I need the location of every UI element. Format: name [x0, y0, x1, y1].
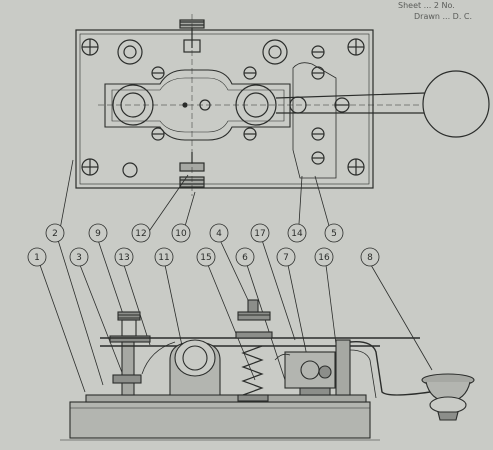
svg-text:10: 10: [175, 229, 187, 239]
svg-text:17: 17: [254, 229, 265, 239]
callout-9: 9: [88, 223, 108, 243]
svg-text:12: 12: [135, 229, 146, 239]
callout-11: 11: [154, 247, 174, 267]
plan-view: [75, 14, 490, 196]
callout-8: 8: [360, 247, 380, 267]
header-line-2: Drawn ... D. C.: [414, 12, 472, 21]
callout-12: 12: [131, 223, 151, 243]
svg-text:11: 11: [158, 253, 169, 263]
svg-text:2: 2: [52, 229, 58, 239]
wooden-base: [69, 401, 371, 439]
sheet-header: Sheet ... 2 No. Drawn ... D. C.: [398, 1, 472, 21]
svg-text:5: 5: [331, 229, 337, 239]
svg-text:1: 1: [34, 253, 40, 263]
svg-text:8: 8: [367, 253, 373, 263]
callout-5: 5: [324, 223, 344, 243]
svg-text:4: 4: [216, 229, 222, 239]
svg-text:3: 3: [76, 253, 82, 263]
svg-text:16: 16: [318, 253, 330, 263]
corner-screws: [81, 38, 365, 176]
callout-14: 14: [287, 223, 307, 243]
callout-17: 17: [250, 223, 270, 243]
callout-10: 10: [171, 223, 191, 243]
elevation-view: [69, 299, 475, 439]
svg-text:13: 13: [118, 253, 129, 263]
svg-text:15: 15: [200, 253, 211, 263]
callout-4: 4: [209, 223, 229, 243]
svg-text:9: 9: [95, 229, 101, 239]
callout-bubbles: 1 2 3 9 13 12 11 10 15 4 17 6 14 7 16 5 …: [27, 223, 380, 267]
callout-15: 15: [196, 247, 216, 267]
svg-text:14: 14: [291, 229, 303, 239]
base-plate-outline: [75, 29, 374, 189]
callout-6: 6: [235, 247, 255, 267]
header-line-1: Sheet ... 2 No.: [398, 1, 455, 10]
svg-text:6: 6: [242, 253, 248, 263]
svg-text:7: 7: [283, 253, 289, 263]
callout-13: 13: [114, 247, 134, 267]
callout-1: 1: [27, 247, 47, 267]
callout-7: 7: [276, 247, 296, 267]
callout-2: 2: [45, 223, 65, 243]
callout-16: 16: [314, 247, 334, 267]
callout-3: 3: [69, 247, 89, 267]
